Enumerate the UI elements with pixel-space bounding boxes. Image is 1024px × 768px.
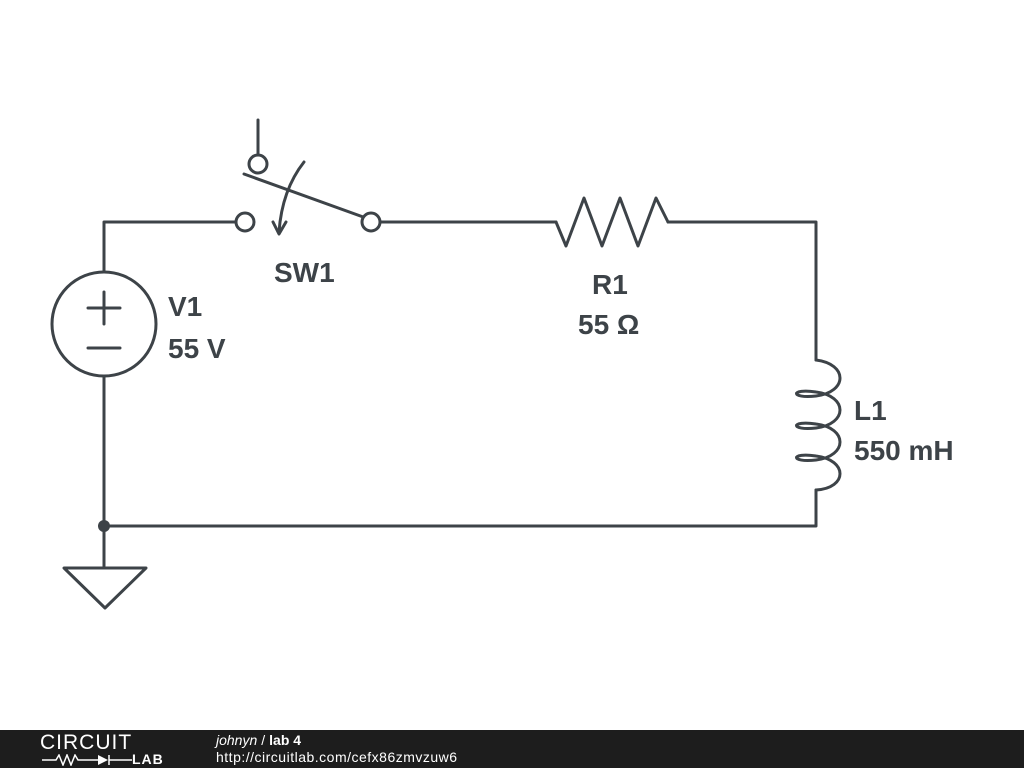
ground-triangle: [62, 566, 148, 610]
switch-arrow-head: [271, 220, 288, 236]
logo-resistor-diode-icon: [42, 754, 132, 766]
footer-project-name[interactable]: lab 4: [269, 732, 302, 748]
inductor-l1[interactable]: [795, 358, 842, 492]
switch-name-label: SW1: [274, 257, 335, 288]
resistor-name-label: R1: [592, 269, 628, 300]
logo-text-top: CIRCUIT: [40, 731, 133, 754]
logo-text-bottom: LAB: [132, 751, 164, 767]
source-value-label: 55 V: [168, 333, 226, 364]
footer-title-line: johnyn/lab 4: [216, 732, 458, 749]
footer-info: johnyn/lab 4 http://circuitlab.com/cefx8…: [216, 732, 458, 766]
voltage-source-v1[interactable]: [50, 270, 158, 378]
switch-sw1[interactable]: [234, 118, 382, 236]
junction-dot: [98, 520, 110, 532]
resistor-value-label: 55 Ω: [578, 309, 639, 340]
switch-blade: [242, 172, 368, 220]
footer-separator: /: [261, 732, 266, 748]
inductor-name-label: L1: [854, 395, 887, 426]
inductor-coil: [795, 358, 842, 492]
footer-username[interactable]: johnyn: [216, 732, 258, 748]
switch-terminal-right: [360, 211, 382, 233]
ground-symbol[interactable]: [62, 566, 148, 610]
switch-terminal-left: [234, 211, 256, 233]
wire-inductor-to-bottom: [102, 488, 818, 528]
source-name-label: V1: [168, 291, 202, 322]
switch-terminal-top: [247, 153, 269, 175]
wire-left-top: [102, 220, 238, 274]
schematic-diagram: V1 55 V SW1 R1 55 Ω L1 550 mH: [50, 118, 954, 610]
source-circle: [50, 270, 158, 378]
circuitlab-logo[interactable]: CIRCUIT LAB: [40, 732, 180, 766]
resistor-r1[interactable]: [554, 196, 670, 248]
inductor-value-label: 550 mH: [854, 435, 954, 466]
switch-arrow-arc: [277, 160, 306, 234]
footer-bar: CIRCUIT LAB johnyn/lab 4 http://circuitl…: [0, 730, 1024, 768]
footer-url-link[interactable]: http://circuitlab.com/cefx86zmvzuw6: [216, 749, 458, 765]
wire-resistor-to-inductor: [666, 220, 818, 362]
resistor-zigzag: [554, 196, 670, 248]
